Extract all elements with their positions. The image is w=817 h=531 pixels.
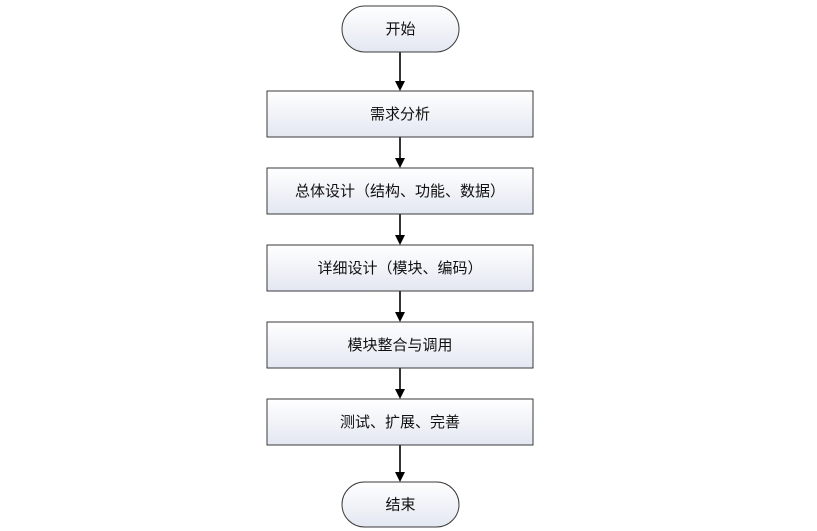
end-terminal: 结束 — [341, 481, 460, 528]
arrowhead-requirements-to-overall-design — [395, 158, 405, 168]
testing-label: 测试、扩展、完善 — [340, 413, 460, 431]
end-label: 结束 — [385, 496, 415, 514]
requirements-analysis-label: 需求分析 — [370, 105, 430, 123]
detailed-design-box: 详细设计（模块、编码） — [266, 244, 534, 292]
start-terminal: 开始 — [341, 5, 460, 53]
requirements-analysis-box: 需求分析 — [266, 90, 534, 138]
overall-design-label: 总体设计（结构、功能、数据） — [295, 182, 505, 200]
detailed-design-label: 详细设计（模块、编码） — [317, 259, 482, 277]
arrowhead-start-to-requirements — [395, 81, 405, 91]
module-integration-label: 模块整合与调用 — [347, 336, 452, 354]
arrowhead-detailed-design-to-integration — [395, 312, 405, 322]
start-label: 开始 — [385, 20, 415, 38]
arrowhead-testing-to-end — [395, 472, 405, 482]
arrowhead-integration-to-testing — [395, 389, 405, 399]
module-integration-box: 模块整合与调用 — [266, 321, 534, 369]
arrowhead-overall-design-to-detailed-design — [395, 235, 405, 245]
overall-design-box: 总体设计（结构、功能、数据） — [266, 167, 534, 215]
testing-box: 测试、扩展、完善 — [266, 398, 534, 446]
